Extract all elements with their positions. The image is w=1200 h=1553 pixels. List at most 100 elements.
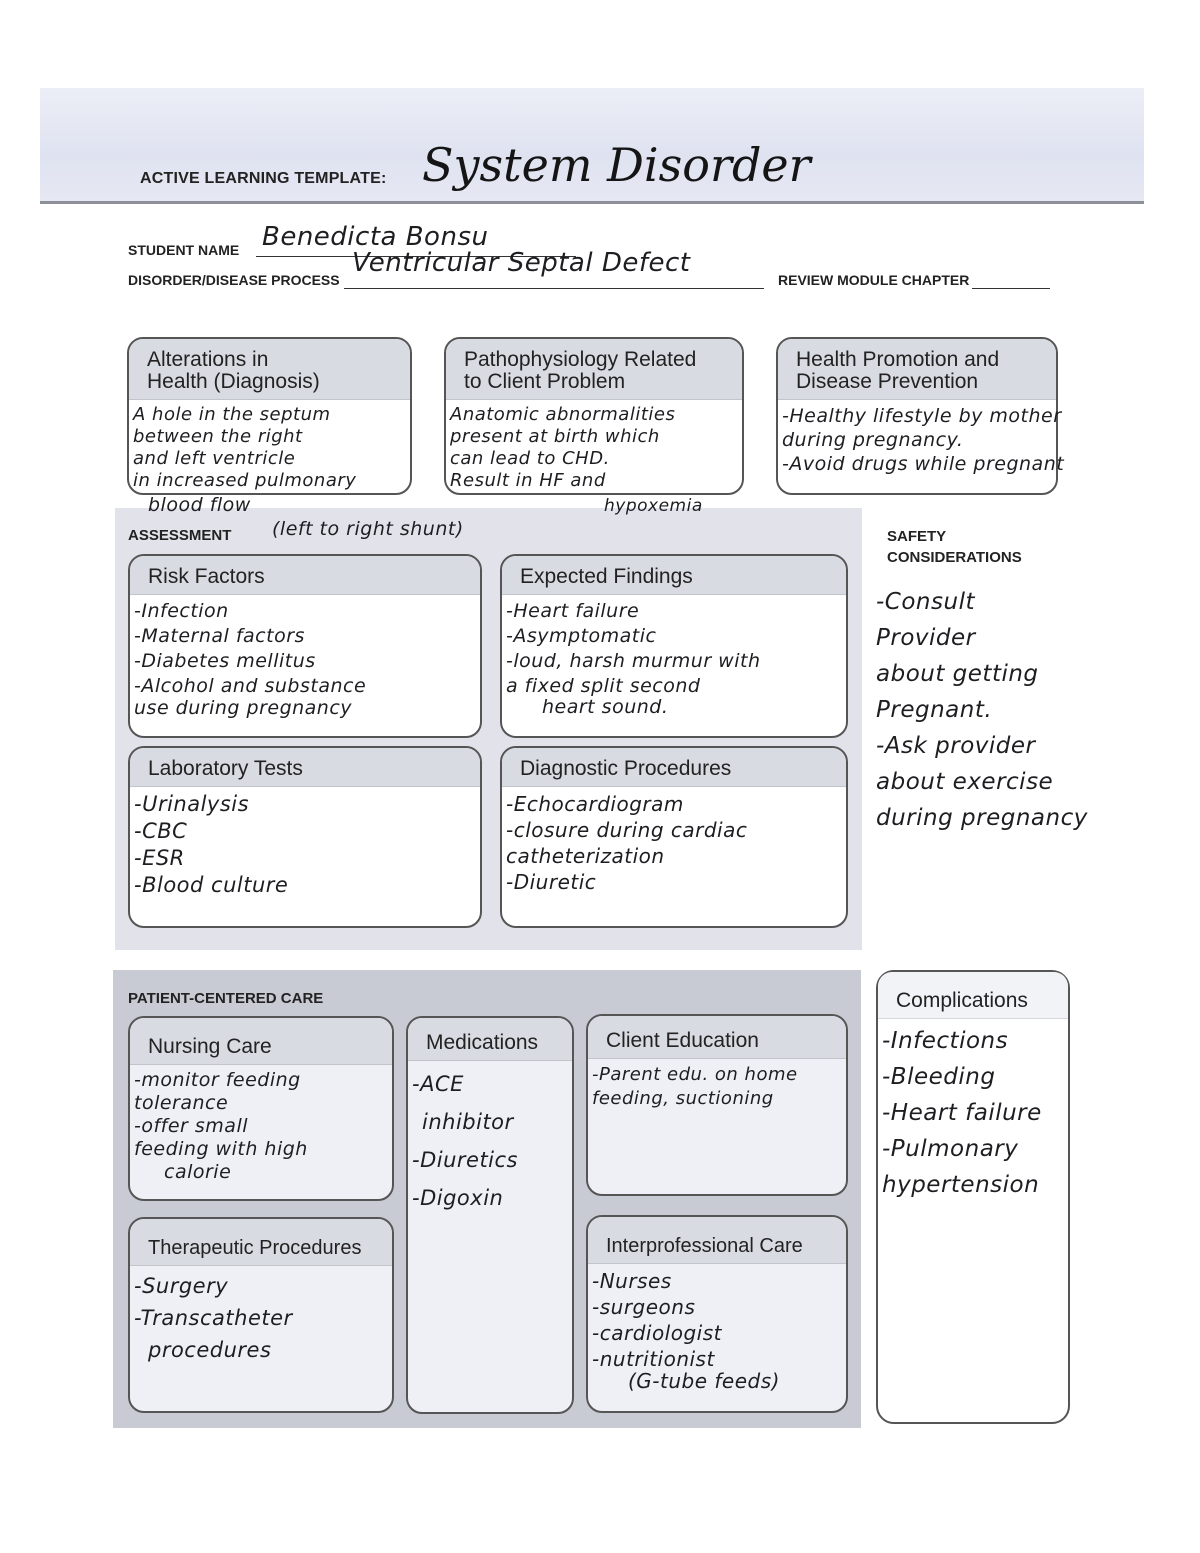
interprofessional-care-body[interactable]: -Nurses -surgeons -cardiologist -nutriti… bbox=[588, 1264, 846, 1394]
expected-findings-header: Expected Findings bbox=[502, 556, 846, 595]
complications-body[interactable]: -Infections -Bleeding -Heart failure -Pu… bbox=[878, 1019, 1068, 1207]
alterations-title-2: Health (Diagnosis) bbox=[147, 370, 320, 393]
disorder-line bbox=[344, 288, 764, 289]
interprofessional-care-header: Interprofessional Care bbox=[588, 1217, 846, 1264]
line: Result in HF and bbox=[450, 470, 606, 491]
line: heart sound. bbox=[542, 696, 669, 718]
line: and left ventricle bbox=[133, 448, 296, 469]
line: -Transcatheter bbox=[134, 1306, 293, 1330]
line: -Bleeding bbox=[882, 1064, 996, 1090]
line: -ACE bbox=[412, 1072, 464, 1096]
template-banner: ACTIVE LEARNING TEMPLATE: System Disorde… bbox=[40, 88, 1144, 204]
line: -Consult bbox=[876, 589, 975, 615]
diagnostic-procedures-body[interactable]: -Echocardiogram -closure during cardiac … bbox=[502, 787, 846, 899]
line: -Heart failure bbox=[882, 1100, 1042, 1126]
risk-factors-body[interactable]: -Infection -Maternal factors -Diabetes m… bbox=[130, 595, 480, 721]
nursing-care-box: Nursing Care -monitor feeding tolerance … bbox=[128, 1016, 394, 1201]
therapeutic-procedures-header: Therapeutic Procedures bbox=[130, 1219, 392, 1266]
health-promotion-body[interactable]: -Healthy lifestyle by mother during preg… bbox=[778, 400, 1065, 480]
line: -ESR bbox=[134, 846, 185, 870]
pathophysiology-title-2: to Client Problem bbox=[464, 370, 626, 393]
line: -Digoxin bbox=[412, 1186, 504, 1210]
line: during pregnancy bbox=[876, 805, 1088, 831]
alterations-overflow-2: (left to right shunt) bbox=[272, 518, 464, 540]
line: present at birth which bbox=[450, 426, 660, 447]
line: -Diabetes mellitus bbox=[134, 650, 316, 672]
nursing-care-body[interactable]: -monitor feeding tolerance -offer small … bbox=[130, 1065, 392, 1188]
nursing-care-header: Nursing Care bbox=[130, 1018, 392, 1065]
pathophysiology-overflow: hypoxemia bbox=[604, 496, 703, 516]
line: during pregnancy. bbox=[782, 429, 964, 451]
medications-box: Medications -ACE inhibitor -Diuretics -D… bbox=[406, 1016, 574, 1414]
review-module-line[interactable] bbox=[972, 288, 1050, 289]
line: -nutritionist bbox=[592, 1347, 715, 1371]
line: -Alcohol and substance bbox=[134, 675, 367, 697]
line: -Maternal factors bbox=[134, 625, 305, 647]
medications-body[interactable]: -ACE inhibitor -Diuretics -Digoxin bbox=[408, 1061, 572, 1221]
line: Pregnant. bbox=[876, 697, 993, 723]
alterations-box: Alterations in Health (Diagnosis) A hole… bbox=[127, 337, 412, 495]
pathophysiology-body[interactable]: Anatomic abnormalities present at birth … bbox=[446, 400, 742, 496]
health-promotion-header: Health Promotion and Disease Prevention bbox=[778, 339, 1056, 400]
template-label: ACTIVE LEARNING TEMPLATE: bbox=[140, 170, 387, 187]
line: -Echocardiogram bbox=[506, 792, 684, 816]
line: -Surgery bbox=[134, 1274, 229, 1298]
line: -closure during cardiac bbox=[506, 818, 748, 842]
student-name-field[interactable]: Benedicta Bonsu bbox=[262, 222, 489, 252]
line: -loud, harsh murmur with bbox=[506, 650, 761, 672]
laboratory-tests-box: Laboratory Tests -Urinalysis -CBC -ESR -… bbox=[128, 746, 482, 928]
laboratory-tests-body[interactable]: -Urinalysis -CBC -ESR -Blood culture bbox=[130, 787, 480, 903]
line: -surgeons bbox=[592, 1295, 696, 1319]
line: -Ask provider bbox=[876, 733, 1036, 759]
line: -Asymptomatic bbox=[506, 625, 657, 647]
alterations-body[interactable]: A hole in the septum between the right a… bbox=[129, 400, 410, 496]
line: -Avoid drugs while pregnant bbox=[782, 453, 1065, 475]
alterations-overflow-1: blood flow bbox=[148, 494, 251, 516]
client-education-box: Client Education -Parent edu. on home fe… bbox=[586, 1014, 848, 1196]
line: procedures bbox=[148, 1338, 272, 1362]
complications-box: Complications -Infections -Bleeding -Hea… bbox=[876, 970, 1070, 1424]
line: -Pulmonary bbox=[882, 1136, 1019, 1162]
disorder-label: DISORDER/DISEASE PROCESS bbox=[128, 272, 340, 288]
line: feeding, suctioning bbox=[592, 1088, 774, 1109]
safety-body[interactable]: -Consult Provider about getting Pregnant… bbox=[876, 584, 1088, 836]
line: Anatomic abnormalities bbox=[450, 404, 676, 425]
review-module-label: REVIEW MODULE CHAPTER bbox=[778, 272, 970, 288]
student-name-line bbox=[256, 256, 576, 257]
line: -Parent edu. on home bbox=[592, 1064, 798, 1085]
safety-label-2: CONSIDERATIONS bbox=[887, 549, 1022, 566]
line: between the right bbox=[133, 426, 303, 447]
line: feeding with high bbox=[134, 1138, 308, 1160]
line: hypertension bbox=[882, 1172, 1040, 1198]
health-promotion-box: Health Promotion and Disease Prevention … bbox=[776, 337, 1065, 495]
diagnostic-procedures-box: Diagnostic Procedures -Echocardiogram -c… bbox=[500, 746, 848, 928]
disorder-field[interactable]: Ventricular Septal Defect bbox=[352, 248, 691, 278]
line: in increased pulmonary bbox=[133, 470, 357, 491]
line: -cardiologist bbox=[592, 1321, 722, 1345]
line: (G-tube feeds) bbox=[628, 1369, 780, 1393]
line: Provider bbox=[876, 625, 976, 651]
therapeutic-procedures-box: Therapeutic Procedures -Surgery -Transca… bbox=[128, 1217, 394, 1413]
safety-label-1: SAFETY bbox=[887, 528, 947, 545]
line: -Infections bbox=[882, 1028, 1009, 1054]
line: about getting bbox=[876, 661, 1039, 687]
expected-findings-body[interactable]: -Heart failure -Asymptomatic -loud, hars… bbox=[502, 595, 846, 719]
patient-centered-care-label: PATIENT-CENTERED CARE bbox=[128, 990, 324, 1007]
line: A hole in the septum bbox=[133, 404, 331, 425]
alterations-title-1: Alterations in bbox=[147, 348, 269, 371]
line: a fixed split second bbox=[506, 675, 701, 697]
line: calorie bbox=[164, 1161, 232, 1183]
therapeutic-procedures-body[interactable]: -Surgery -Transcatheter procedures bbox=[130, 1266, 392, 1370]
line: can lead to CHD. bbox=[450, 448, 610, 469]
risk-factors-box: Risk Factors -Infection -Maternal factor… bbox=[128, 554, 482, 738]
line: -offer small bbox=[134, 1115, 249, 1137]
line: -Blood culture bbox=[134, 873, 289, 897]
interprofessional-care-box: Interprofessional Care -Nurses -surgeons… bbox=[586, 1215, 848, 1413]
student-name-label: STUDENT NAME bbox=[128, 242, 240, 258]
client-education-body[interactable]: -Parent edu. on home feeding, suctioning bbox=[588, 1059, 846, 1115]
risk-factors-header: Risk Factors bbox=[130, 556, 480, 595]
line: use during pregnancy bbox=[134, 697, 353, 719]
expected-findings-box: Expected Findings -Heart failure -Asympt… bbox=[500, 554, 848, 738]
line: -Infection bbox=[134, 600, 229, 622]
template-title: System Disorder bbox=[422, 138, 811, 192]
